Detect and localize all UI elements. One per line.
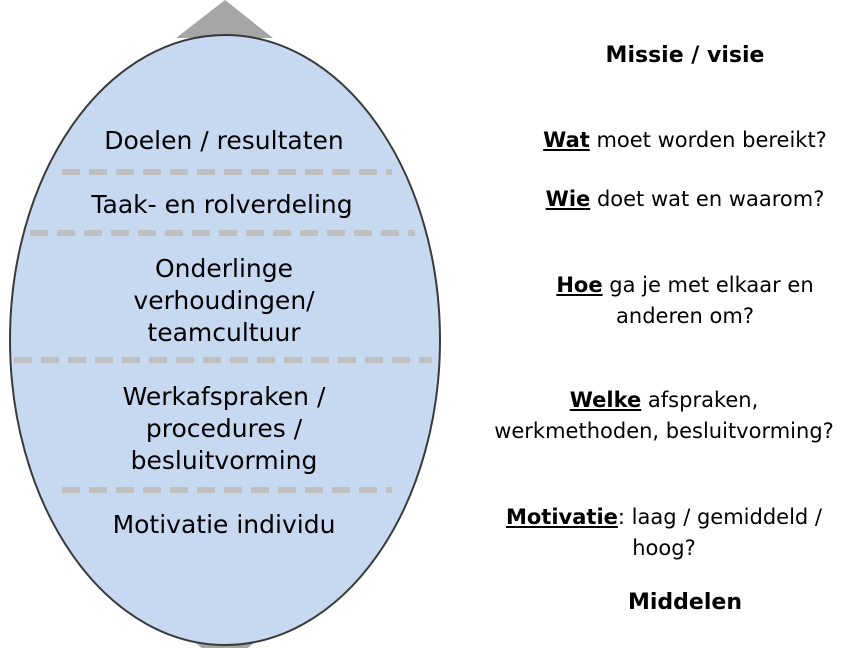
question-text: doet wat en waarom? — [590, 187, 825, 211]
bottom-heading: Middelen — [628, 590, 742, 615]
question-block: Wie doet wat en waarom? — [485, 184, 864, 215]
question-block: Wat moet worden bereikt? — [485, 125, 864, 156]
question-block: Motivatie: laag / gemiddeld / hoog? — [464, 502, 864, 564]
layer-label: Werkafspraken / — [123, 382, 326, 411]
question-text: : laag / gemiddeld / — [617, 505, 823, 529]
top-heading: Missie / visie — [605, 43, 765, 68]
layer-label: Onderlinge — [155, 254, 293, 283]
question-text: moet worden bereikt? — [589, 128, 827, 152]
layer-label: Motivatie individu — [113, 510, 336, 539]
layer-label: verhoudingen/ — [133, 286, 315, 315]
question-text: ga je met elkaar en — [602, 273, 814, 297]
layer-label: besluitvorming — [131, 446, 318, 475]
question-text-line2: hoog? — [632, 536, 696, 560]
layer-label: teamcultuur — [147, 318, 301, 347]
question-keyword: Hoe — [556, 273, 603, 297]
question-keyword: Wie — [545, 187, 591, 211]
layer-label: procedures / — [146, 414, 303, 443]
question-keyword: Welke — [569, 388, 642, 412]
question-text: afspraken, — [641, 388, 759, 412]
top-triangle — [176, 0, 273, 38]
layer-label: Doelen / resultaten — [104, 126, 344, 155]
question-keyword: Motivatie — [505, 505, 618, 529]
question-keyword: Wat — [543, 128, 590, 152]
question-text-line2: werkmethoden, besluitvorming? — [494, 419, 834, 443]
layer-label: Taak- en rolverdeling — [90, 190, 352, 219]
question-text-line2: anderen om? — [616, 304, 754, 328]
question-block: Hoe ga je met elkaar en anderen om? — [485, 270, 864, 332]
question-block: Welke afspraken, werkmethoden, besluitvo… — [464, 385, 864, 447]
